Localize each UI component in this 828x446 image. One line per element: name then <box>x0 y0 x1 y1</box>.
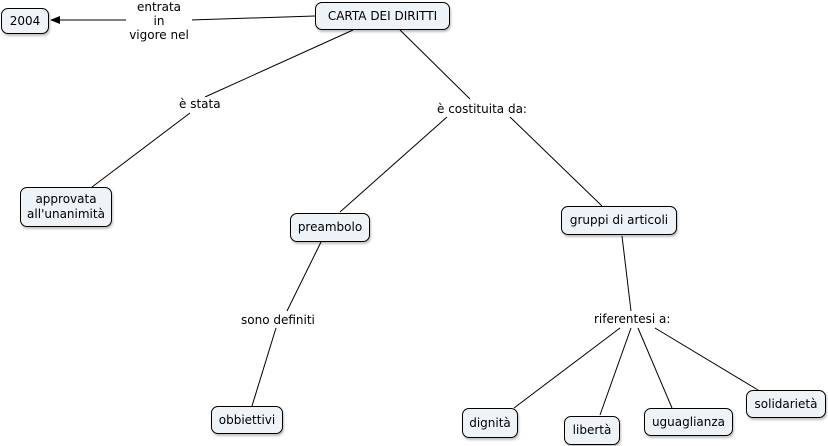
node-solidarieta[interactable]: solidarietà <box>746 390 826 418</box>
link-definiti-text: sono definiti <box>241 313 315 327</box>
node-solidarieta-label: solidarietà <box>754 396 818 411</box>
node-carta-dei-diritti[interactable]: CARTA DEI DIRITTI <box>315 2 450 30</box>
link-label-sono-definiti: sono definiti <box>239 313 317 327</box>
link-label-riferentesi: riferentesi a: <box>592 312 673 326</box>
link-costituita-text: è costituita da: <box>437 102 527 116</box>
line-carta-costituita <box>399 29 471 100</box>
node-dignita-label: dignità <box>469 415 511 430</box>
node-approvata-line1: approvata <box>35 192 97 206</box>
node-obbiettivi[interactable]: obbiettivi <box>211 406 283 434</box>
link-entrata-line2: in <box>153 14 165 28</box>
node-gruppi-label: gruppi di articoli <box>569 213 669 227</box>
line-carta-estata <box>204 29 354 98</box>
link-e-stata-text: è stata <box>179 97 221 111</box>
node-uguaglianza-label: uguaglianza <box>651 414 726 429</box>
node-liberta[interactable]: libertà <box>564 416 620 445</box>
link-riferentesi-text: riferentesi a: <box>594 312 671 326</box>
node-preambolo[interactable]: preambolo <box>290 213 370 242</box>
link-label-e-stata: è stata <box>177 97 223 111</box>
node-carta-label: CARTA DEI DIRITTI <box>327 8 438 23</box>
line-riferentesi-uguaglianza <box>637 327 673 409</box>
line-preambolo-definiti <box>286 241 322 312</box>
line-carta-entrata <box>189 15 316 21</box>
node-2004-label: 2004 <box>9 13 41 28</box>
node-approvata-line2: all'unanimità <box>27 207 105 221</box>
node-obbiettivi-label: obbiettivi <box>218 412 276 427</box>
node-liberta-label: libertà <box>572 423 612 437</box>
link-label-entrata: entrata in vigore nel <box>126 0 192 42</box>
line-definiti-obbiettivi <box>251 327 277 407</box>
node-approvata[interactable]: approvata all'unanimità <box>20 187 112 227</box>
link-label-costituita: è costituita da: <box>435 102 529 116</box>
node-gruppi-di-articoli[interactable]: gruppi di articoli <box>561 206 677 235</box>
link-entrata-line1: entrata <box>136 0 182 14</box>
node-preambolo-label: preambolo <box>297 220 363 234</box>
node-2004[interactable]: 2004 <box>1 8 49 34</box>
link-entrata-line3: vigore nel <box>129 28 189 42</box>
line-costituita-gruppi <box>509 116 603 207</box>
line-gruppi-riferentesi <box>621 235 632 312</box>
node-dignita[interactable]: dignità <box>462 408 518 438</box>
node-uguaglianza[interactable]: uguaglianza <box>644 408 733 436</box>
line-riferentesi-solidarieta <box>654 327 759 391</box>
line-costituita-preambolo <box>339 116 448 213</box>
line-riferentesi-dignita <box>513 327 621 409</box>
line-riferentesi-liberta <box>599 327 632 416</box>
line-estata-approvata <box>91 112 191 188</box>
